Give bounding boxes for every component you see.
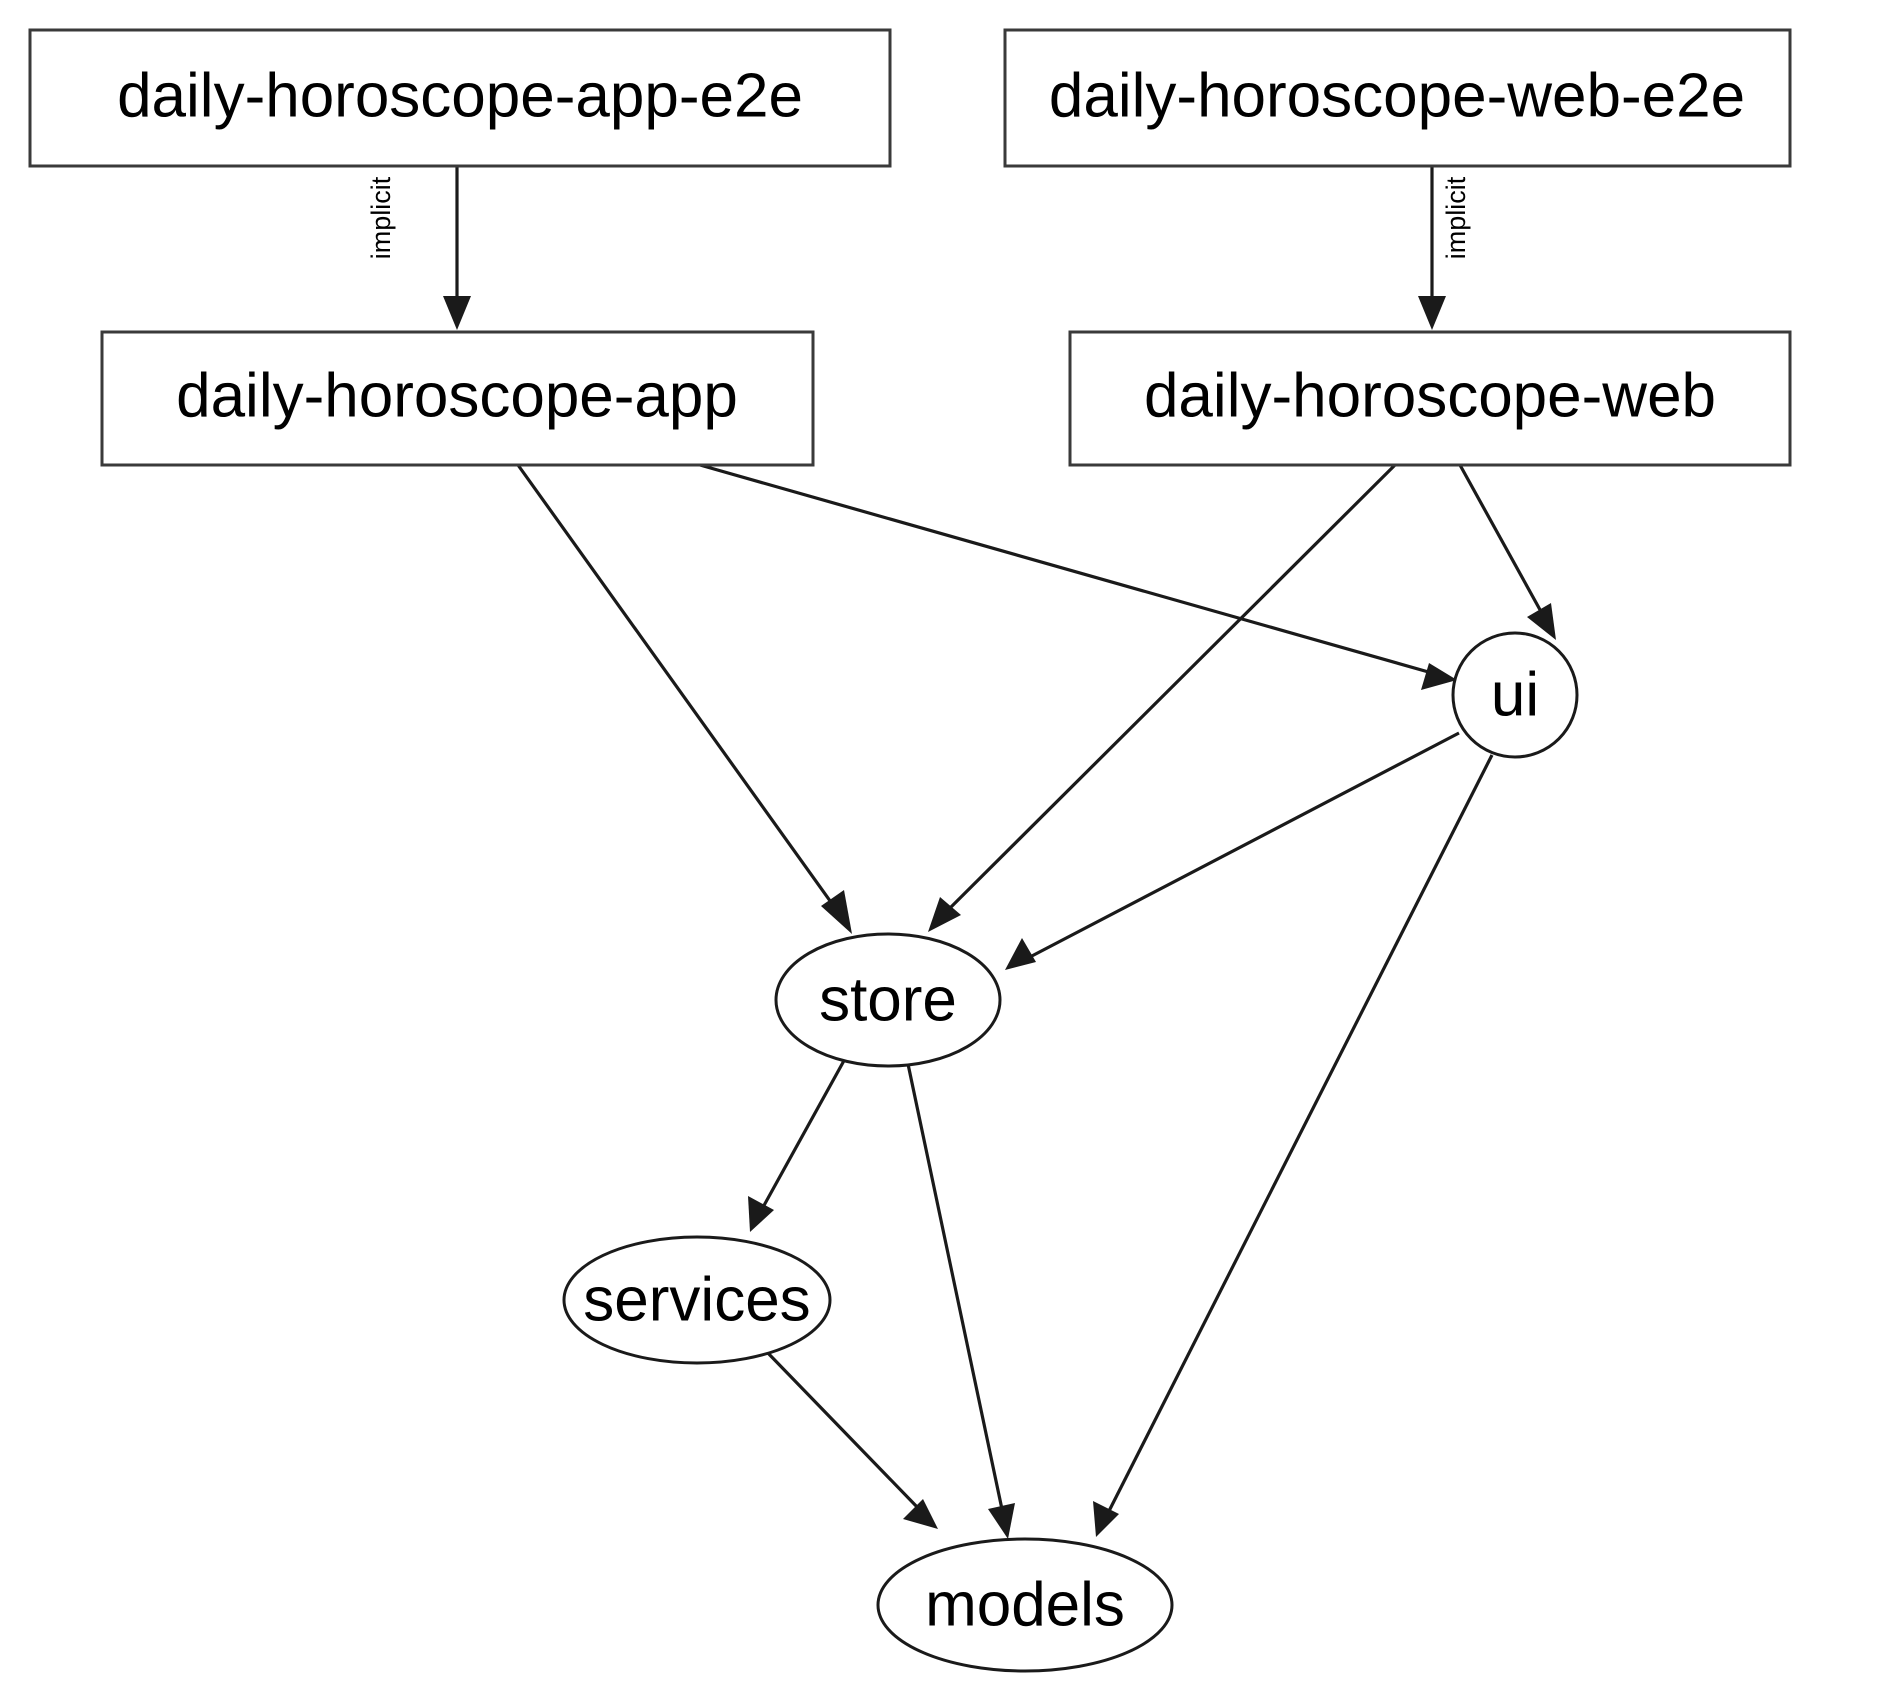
edge-web-to-ui-line bbox=[1458, 464, 1546, 618]
edge-store-to-services-line bbox=[760, 1056, 848, 1210]
node-daily-horoscope-web-label: daily-horoscope-web bbox=[1144, 361, 1716, 430]
node-daily-horoscope-web-e2e[interactable]: daily-horoscope-web-e2e bbox=[1003, 28, 1792, 168]
edge-app-to-store-arrowhead bbox=[821, 890, 852, 934]
node-ui[interactable]: ui bbox=[1451, 631, 1579, 759]
node-services-label: services bbox=[583, 1265, 810, 1334]
edge-label-implicit-app: implicit bbox=[366, 176, 396, 259]
node-store[interactable]: store bbox=[774, 932, 1002, 1068]
edge-app-to-ui-line bbox=[699, 463, 1433, 675]
node-store-label: store bbox=[819, 965, 957, 1034]
edge-ui-to-store[interactable] bbox=[1005, 731, 1460, 970]
edge-app-to-store[interactable] bbox=[516, 464, 852, 934]
edge-ui-to-store-line bbox=[1027, 731, 1460, 960]
node-daily-horoscope-web-shape bbox=[1068, 330, 1792, 467]
edge-ui-to-models-arrowhead bbox=[1093, 1501, 1119, 1537]
node-ui-label: ui bbox=[1491, 660, 1539, 729]
node-daily-horoscope-web-e2e-shape bbox=[1003, 28, 1792, 168]
edge-store-to-models-line bbox=[906, 1063, 1005, 1515]
edge-services-to-models[interactable] bbox=[763, 1348, 938, 1529]
node-daily-horoscope-app-e2e-label: daily-horoscope-app-e2e bbox=[117, 61, 803, 130]
node-daily-horoscope-app-shape bbox=[100, 330, 815, 467]
node-daily-horoscope-app-e2e[interactable]: daily-horoscope-app-e2e bbox=[28, 28, 892, 168]
edge-app-to-ui[interactable] bbox=[699, 463, 1457, 690]
edge-app-to-store-line bbox=[516, 464, 840, 913]
edge-app-e2e-to-app-arrowhead bbox=[443, 296, 471, 330]
node-daily-horoscope-web-e2e-label: daily-horoscope-web-e2e bbox=[1049, 61, 1745, 130]
edge-services-to-models-arrowhead bbox=[903, 1499, 938, 1529]
edge-ui-to-store-arrowhead bbox=[1005, 938, 1036, 970]
edge-app-to-ui-arrowhead bbox=[1421, 663, 1457, 690]
node-daily-horoscope-app-label: daily-horoscope-app bbox=[176, 361, 738, 430]
edge-web-e2e-to-web[interactable]: implicit bbox=[1418, 166, 1471, 330]
edge-web-to-store-arrowhead bbox=[928, 897, 961, 932]
node-models[interactable]: models bbox=[876, 1537, 1174, 1673]
edge-web-to-store[interactable] bbox=[928, 463, 1397, 932]
edge-web-to-ui-arrowhead bbox=[1527, 603, 1556, 640]
node-ui-shape bbox=[1451, 631, 1579, 759]
edge-store-to-services-arrowhead bbox=[748, 1196, 774, 1232]
node-store-shape bbox=[774, 932, 1002, 1068]
edge-label-implicit-web: implicit bbox=[1441, 176, 1471, 259]
node-models-label: models bbox=[925, 1570, 1125, 1639]
edge-web-e2e-to-web-arrowhead bbox=[1418, 296, 1446, 330]
node-daily-horoscope-app[interactable]: daily-horoscope-app bbox=[100, 330, 815, 467]
edge-store-to-models-arrowhead bbox=[988, 1503, 1015, 1539]
node-daily-horoscope-web[interactable]: daily-horoscope-web bbox=[1068, 330, 1792, 467]
edge-ui-to-models[interactable] bbox=[1093, 754, 1494, 1537]
edge-web-to-store-line bbox=[944, 463, 1397, 914]
edge-store-to-services[interactable] bbox=[748, 1056, 848, 1232]
edge-services-to-models-line bbox=[763, 1348, 922, 1512]
node-services-shape bbox=[562, 1235, 832, 1365]
node-models-shape bbox=[876, 1537, 1174, 1673]
edge-ui-to-models-line bbox=[1106, 754, 1494, 1514]
node-services[interactable]: services bbox=[562, 1235, 832, 1365]
edge-store-to-models[interactable] bbox=[906, 1063, 1015, 1539]
edge-app-e2e-to-app[interactable]: implicit bbox=[366, 166, 471, 330]
node-daily-horoscope-app-e2e-shape bbox=[28, 28, 892, 168]
edge-web-to-ui[interactable] bbox=[1458, 464, 1556, 640]
